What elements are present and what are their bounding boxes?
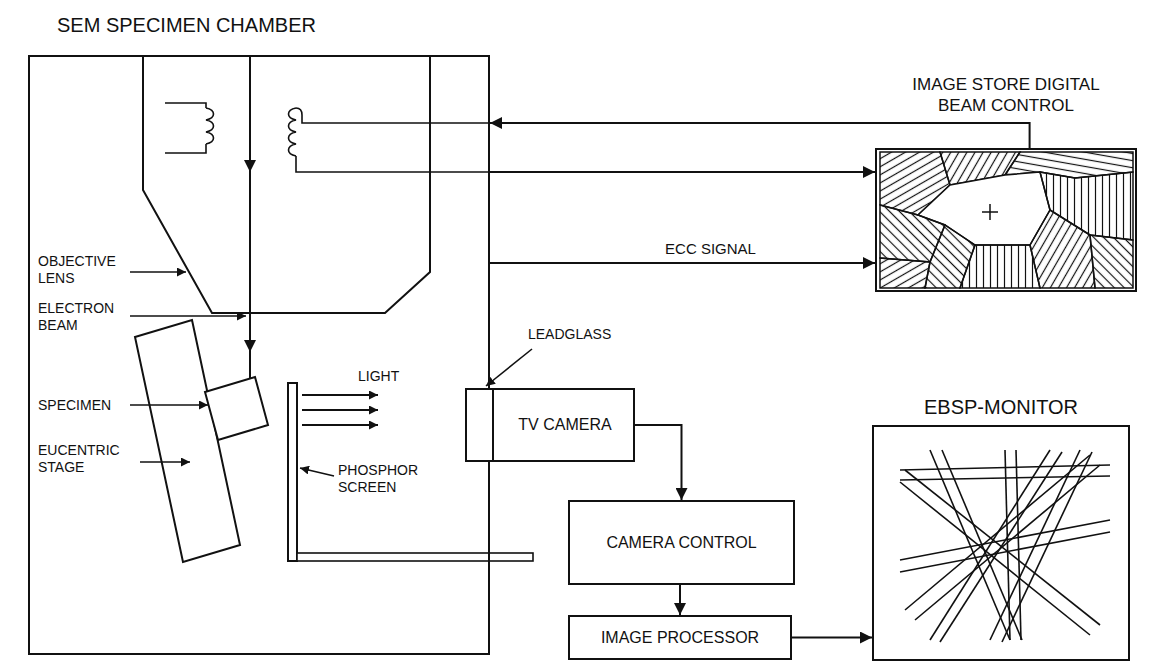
pattern-line (915, 465, 1100, 620)
part-label: OBJECTIVE LENS (38, 253, 138, 287)
light-arrow (302, 424, 378, 426)
screen-rod (297, 553, 533, 561)
signal-connector (490, 171, 875, 173)
monitor-box: EBSP-MONITOR (872, 425, 1130, 661)
signal-connector (679, 585, 681, 615)
part-label: PHOSPHOR SCREEN (338, 462, 428, 496)
leader-arrow (130, 271, 186, 273)
part-label: EUCENTRIC STAGE (38, 442, 138, 476)
signal-label: ECC SIGNAL (662, 240, 759, 258)
pattern-line (900, 482, 1090, 635)
pattern-line (905, 470, 1100, 625)
grain (960, 245, 1040, 288)
coil-lead (296, 156, 490, 172)
part-label: ELECTRON BEAM (38, 300, 138, 334)
leader-arrow (486, 349, 532, 386)
box-heading: SEM SPECIMEN CHAMBER (57, 13, 316, 37)
grain (1030, 210, 1095, 288)
electron-beam (249, 55, 251, 378)
phosphor-screen (288, 383, 297, 561)
leader-arrow (140, 461, 190, 463)
coil-lead (296, 108, 490, 123)
pattern-line (900, 476, 1110, 480)
light-arrow (302, 394, 378, 396)
part-label: LEADGLASS (528, 326, 638, 343)
box-body: CAMERA CONTROL (570, 502, 793, 583)
kikuchi-pattern (900, 450, 1110, 642)
light-arrow (302, 409, 378, 411)
leader-arrow (300, 468, 334, 476)
grain-image (880, 152, 1133, 288)
grain (1090, 235, 1133, 288)
signal-connector (635, 425, 682, 500)
beam-arrowhead (244, 160, 256, 172)
box-heading: EBSP-MONITOR (874, 395, 1128, 419)
camera-box: TV CAMERA (465, 388, 635, 462)
column-outline (143, 55, 430, 313)
pattern-line (940, 452, 1062, 642)
part-label: LIGHT (358, 368, 428, 385)
leader-arrow (130, 404, 208, 406)
box-label: IMAGE PROCESSOR (601, 628, 759, 647)
leadglass-window (467, 390, 494, 460)
part-label: SPECIMEN (38, 397, 138, 414)
signal-connector (490, 123, 1030, 148)
pattern-line (1002, 452, 1092, 642)
leader-arrow (130, 315, 246, 317)
signal-connector (792, 637, 872, 639)
beam-arrowhead (244, 340, 256, 352)
image-store-box: IMAGE STORE DIGITAL BEAM CONTROL (875, 148, 1137, 292)
box-label: CAMERA CONTROL (606, 533, 756, 552)
chamber-box: SEM SPECIMEN CHAMBER (28, 55, 490, 655)
control-box: CAMERA CONTROL (568, 500, 795, 585)
coil (289, 108, 297, 156)
eucentric-stage (135, 320, 240, 562)
box-heading: IMAGE STORE DIGITAL BEAM CONTROL (893, 75, 1119, 116)
specimen (205, 377, 268, 440)
pattern-line (930, 450, 1050, 640)
coil (165, 103, 214, 153)
beam-cursor (982, 204, 998, 220)
box-body: TV CAMERA (467, 390, 633, 460)
processor-box: IMAGE PROCESSOR (568, 615, 792, 660)
signal-connector (490, 262, 875, 264)
pattern-line (900, 465, 1110, 470)
box-body: IMAGE PROCESSOR (570, 617, 790, 658)
grain (880, 258, 930, 288)
box-label: TV CAMERA (518, 415, 611, 434)
